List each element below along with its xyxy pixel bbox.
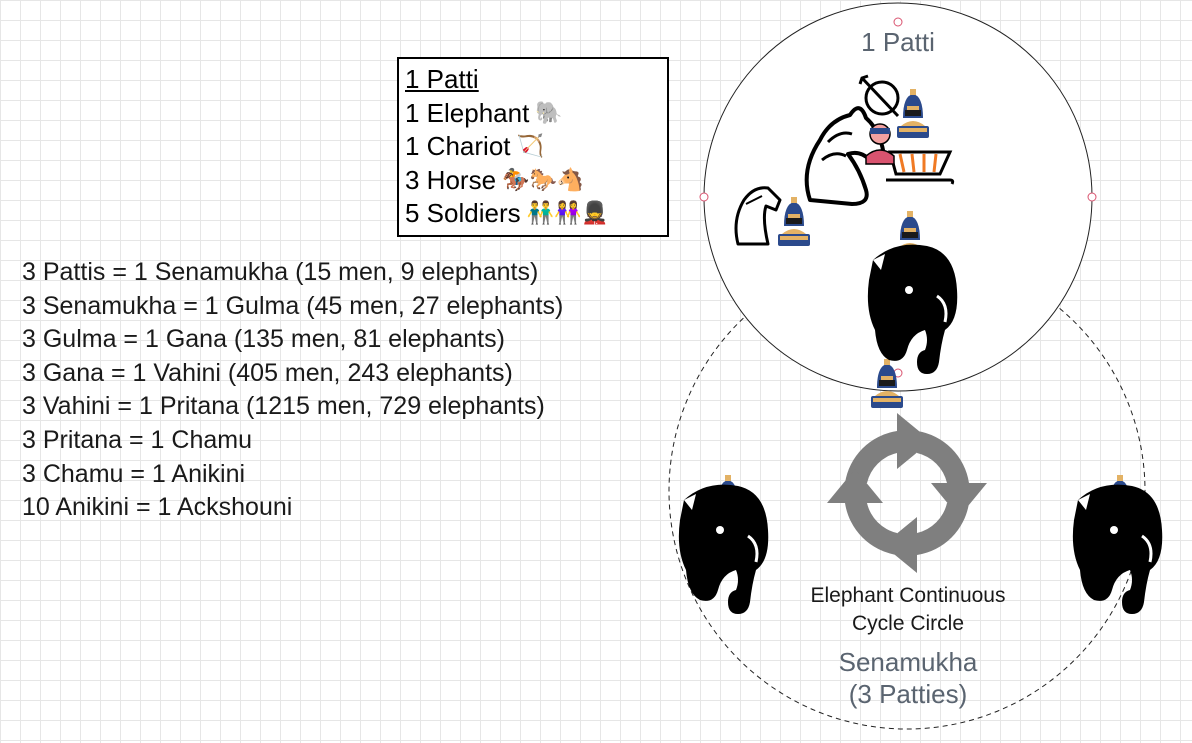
connection-handle[interactable] bbox=[699, 192, 709, 202]
bow-arrow-emoji-icon: 🏹 bbox=[516, 134, 544, 159]
chariot-icon bbox=[886, 150, 955, 185]
soldiers-emoji-icon: 👬👭💂 bbox=[526, 201, 609, 226]
rule-line: 3 Gulma = 1 Gana (135 men, 81 elephants) bbox=[22, 325, 505, 354]
rule-line: 3 Vahini = 1 Pritana (1215 men, 729 elep… bbox=[22, 392, 545, 421]
legend-row-horse: 3 Horse 🏇🐎🐴 bbox=[405, 164, 661, 198]
legend-row-text: 1 Chariot bbox=[405, 131, 511, 161]
legend-row-text: 5 Soldiers bbox=[405, 198, 521, 228]
legend-box: 1 Patti 1 Elephant 🐘 1 Chariot 🏹 3 Horse… bbox=[397, 57, 669, 237]
horse-knight-icon bbox=[734, 186, 782, 246]
senamukha-circle bbox=[668, 252, 1146, 730]
cycle-label-line: Cycle Circle bbox=[851, 612, 964, 635]
legend-title: 1 Patti bbox=[405, 64, 479, 94]
archer-icon bbox=[858, 74, 900, 118]
cycle-arrows-icon bbox=[827, 413, 987, 573]
connection-handle[interactable] bbox=[893, 17, 903, 27]
cycle-label-line: Elephant Continuous bbox=[810, 584, 1006, 607]
senamukha-label-line: Senamukha bbox=[838, 647, 978, 677]
senamukha-circle-label: Senamukha (3 Patties) bbox=[790, 646, 1026, 710]
legend-row-text: 1 Elephant bbox=[405, 97, 530, 128]
rule-line: 3 Senamukha = 1 Gulma (45 men, 27 elepha… bbox=[22, 291, 564, 320]
legend-row-soldiers: 5 Soldiers 👬👭💂 bbox=[405, 197, 661, 231]
rule-line: 3 Gana = 1 Vahini (405 men, 243 elephant… bbox=[22, 358, 513, 387]
patti-circle-label: 1 Patti bbox=[861, 27, 935, 57]
cycle-label: Elephant Continuous Cycle Circle bbox=[790, 582, 1026, 638]
legend-row-text: 3 Horse bbox=[405, 164, 497, 195]
legend-row-elephant: 1 Elephant 🐘 bbox=[405, 97, 661, 131]
elephant-emoji-icon: 🐘 bbox=[535, 100, 563, 126]
rule-line: 3 Pritana = 1 Chamu bbox=[22, 425, 252, 454]
elephant-icon bbox=[1071, 483, 1164, 616]
rule-line: 10 Anikini = 1 Ackshouni bbox=[22, 493, 293, 522]
charioteer-icon bbox=[865, 123, 895, 165]
senamukha-label-line: (3 Patties) bbox=[848, 679, 968, 709]
connection-handle[interactable] bbox=[1087, 192, 1097, 202]
rule-line: 3 Pattis = 1 Senamukha (15 men, 9 elepha… bbox=[22, 258, 539, 286]
horse-emoji-icon: 🏇🐎🐴 bbox=[502, 167, 585, 193]
rule-line: 3 Chamu = 1 Anikini bbox=[22, 459, 246, 488]
legend-row-chariot: 1 Chariot 🏹 bbox=[405, 130, 661, 164]
hierarchy-rules-list: 3 Pattis = 1 Senamukha (15 men, 9 elepha… bbox=[22, 256, 563, 525]
